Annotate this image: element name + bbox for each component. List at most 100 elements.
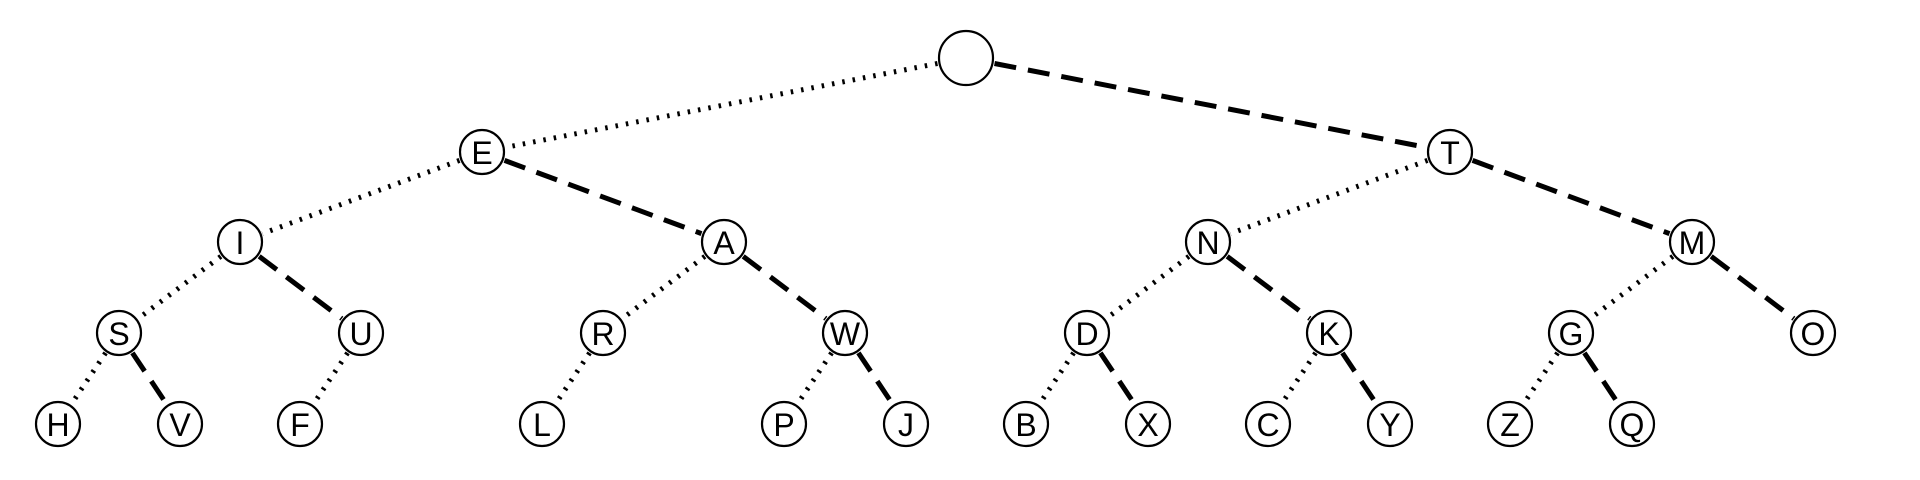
node-circle-R — [579, 309, 627, 357]
edge-A-W — [741, 254, 828, 321]
edge-W-P — [795, 351, 834, 406]
node-W: W — [821, 309, 869, 357]
node-circle-O — [1789, 309, 1837, 357]
node-circle-T — [1426, 128, 1474, 176]
node-label-Q: Q — [1620, 407, 1645, 443]
node-circle-I — [216, 218, 264, 266]
edge-U-F — [311, 351, 350, 406]
node-label-C: C — [1256, 407, 1279, 443]
node-D: D — [1063, 309, 1111, 357]
node-J: J — [882, 400, 930, 448]
edge-I-S — [136, 254, 223, 321]
node-circle-W — [821, 309, 869, 357]
edge-E-I — [261, 158, 461, 236]
edge-A-R — [620, 254, 707, 321]
node-circle-F — [276, 400, 324, 448]
edge-R-L — [553, 351, 592, 406]
node-label-Z: Z — [1500, 407, 1520, 443]
node-Z: Z — [1486, 400, 1534, 448]
node-F: F — [276, 400, 324, 448]
node-circle-L — [518, 400, 566, 448]
node-E: E — [458, 128, 506, 176]
node-R: R — [579, 309, 627, 357]
node-label-M: M — [1679, 225, 1706, 261]
node-circle-M — [1668, 218, 1716, 266]
edge-T-M — [1471, 158, 1671, 236]
edge-G-Q — [1582, 351, 1621, 406]
node-I: I — [216, 218, 264, 266]
node-V: V — [156, 400, 204, 448]
node-M: M — [1668, 218, 1716, 266]
edge-K-Y — [1340, 351, 1379, 406]
node-H: H — [34, 400, 82, 448]
node-label-K: K — [1318, 316, 1339, 352]
edge-G-Z — [1521, 351, 1560, 406]
node-Q: Q — [1608, 400, 1656, 448]
node-label-F: F — [290, 407, 310, 443]
node-label-N: N — [1196, 225, 1219, 261]
node-circle-K — [1305, 309, 1353, 357]
node-label-T: T — [1440, 135, 1460, 171]
edge-S-V — [130, 351, 169, 406]
node-label-R: R — [591, 316, 614, 352]
node-K: K — [1305, 309, 1353, 357]
node-label-A: A — [713, 225, 735, 261]
node-C: C — [1244, 400, 1292, 448]
node-label-D: D — [1075, 316, 1098, 352]
node-circle-D — [1063, 309, 1111, 357]
node-label-S: S — [108, 316, 129, 352]
node-label-V: V — [169, 407, 191, 443]
edge-root-E — [505, 61, 938, 150]
edge-N-K — [1225, 254, 1312, 321]
node-circle-S — [95, 309, 143, 357]
node-T: T — [1426, 128, 1474, 176]
node-P: P — [760, 400, 808, 448]
node-circle-Z — [1486, 400, 1534, 448]
node-circle-P — [760, 400, 808, 448]
edge-W-J — [856, 351, 895, 406]
node-circle-root — [937, 29, 995, 87]
edge-M-O — [1709, 254, 1796, 321]
tree-edges — [69, 61, 1796, 406]
node-label-I: I — [236, 225, 245, 261]
node-B: B — [1002, 400, 1050, 448]
edge-S-H — [69, 351, 108, 406]
node-label-X: X — [1137, 407, 1158, 443]
node-circle-E — [458, 128, 506, 176]
node-label-O: O — [1801, 316, 1826, 352]
node-label-G: G — [1559, 316, 1584, 352]
edge-T-N — [1229, 158, 1429, 236]
node-label-E: E — [471, 135, 492, 171]
node-label-H: H — [46, 407, 69, 443]
node-label-J: J — [898, 407, 914, 443]
edge-D-B — [1037, 351, 1076, 406]
node-S: S — [95, 309, 143, 357]
node-label-W: W — [830, 316, 861, 352]
node-label-U: U — [349, 316, 372, 352]
node-circle-U — [337, 309, 385, 357]
node-A: A — [700, 218, 748, 266]
node-circle-B — [1002, 400, 1050, 448]
node-label-P: P — [773, 407, 794, 443]
edge-I-U — [257, 254, 344, 321]
node-circle-X — [1124, 400, 1172, 448]
edge-K-C — [1279, 351, 1318, 406]
node-G: G — [1547, 309, 1595, 357]
node-root — [937, 29, 995, 87]
edge-D-X — [1098, 351, 1137, 406]
node-circle-N — [1184, 218, 1232, 266]
node-circle-J — [882, 400, 930, 448]
node-N: N — [1184, 218, 1232, 266]
node-L: L — [518, 400, 566, 448]
edge-N-D — [1104, 254, 1191, 321]
edge-root-T — [994, 61, 1427, 150]
node-circle-C — [1244, 400, 1292, 448]
node-O: O — [1789, 309, 1837, 357]
edge-M-G — [1588, 254, 1675, 321]
node-X: X — [1124, 400, 1172, 448]
node-circle-G — [1547, 309, 1595, 357]
node-circle-V — [156, 400, 204, 448]
node-circle-Y — [1366, 400, 1414, 448]
